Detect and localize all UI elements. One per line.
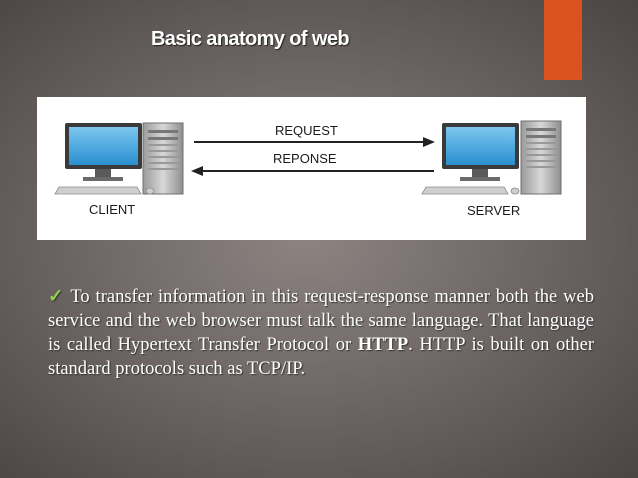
server-label: SERVER — [467, 203, 521, 218]
arrow-right-icon — [194, 137, 435, 147]
diagram-panel: REQUEST REPONSE CLIENT SERVER — [37, 97, 586, 240]
request-label: REQUEST — [275, 123, 338, 138]
body-text-segment-2: . HTTP is built on other standard protoc… — [48, 335, 594, 379]
response-label: REPONSE — [273, 151, 337, 166]
diagram-svg — [54, 120, 562, 195]
http-term: HTTP — [357, 335, 409, 355]
body-paragraph: ✓ To transfer information in this reques… — [48, 285, 594, 381]
body-text-segment-1: To transfer information in this request-… — [48, 287, 594, 355]
check-icon: ✓ — [48, 287, 65, 307]
accent-bar — [544, 0, 582, 80]
arrow-left-icon — [191, 166, 434, 176]
client-computer-icon — [54, 122, 184, 195]
server-computer-icon — [421, 120, 562, 195]
slide-title: Basic anatomy of web — [150, 28, 350, 50]
client-label: CLIENT — [89, 202, 136, 217]
